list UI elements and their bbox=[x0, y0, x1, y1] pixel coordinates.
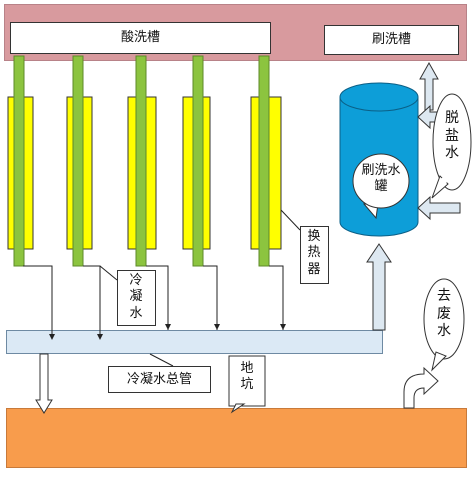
green-pipe-4 bbox=[192, 55, 204, 267]
acid-tank-box bbox=[10, 22, 271, 54]
waste-water-label: 去废水 bbox=[437, 288, 451, 339]
main-pipe-label: 冷凝水总管 bbox=[126, 372, 192, 387]
heat-exchanger-label-box bbox=[300, 226, 329, 284]
condensate-label-box bbox=[117, 270, 156, 326]
pit-bubble bbox=[228, 355, 266, 414]
brush-tank-box bbox=[324, 25, 459, 55]
green-pipes bbox=[13, 55, 270, 267]
down-arrow bbox=[35, 353, 53, 414]
desalted-water-label: 脱盐水 bbox=[445, 110, 459, 161]
condensate-label: 冷凝水 bbox=[129, 273, 143, 321]
main-pipe-label-box bbox=[108, 366, 211, 393]
green-pipe-2 bbox=[72, 55, 84, 267]
brush-water-tank-bubble bbox=[352, 153, 410, 220]
green-pipe-5 bbox=[258, 55, 270, 267]
condensate-main-pipe bbox=[6, 330, 383, 354]
desalted-water-bubble bbox=[431, 93, 472, 199]
brush-water-tank-label: 刷洗水罐 bbox=[361, 163, 401, 195]
heat-exchanger-label: 换热器 bbox=[307, 229, 321, 277]
up-arrow-to-brush-tank bbox=[419, 61, 439, 111]
waste-water-bubble bbox=[423, 278, 465, 372]
green-pipe-1 bbox=[13, 55, 25, 267]
pit bbox=[6, 408, 467, 468]
waste-water-arrow bbox=[403, 366, 439, 409]
acid-tank-label: 酸洗槽 bbox=[120, 30, 160, 45]
green-pipe-3 bbox=[135, 55, 147, 267]
pit-label: 地坑 bbox=[240, 361, 254, 393]
brush-tank-label: 刷洗槽 bbox=[371, 32, 411, 47]
callout-lines bbox=[99, 209, 301, 367]
up-arrow-to-tank bbox=[366, 243, 392, 331]
